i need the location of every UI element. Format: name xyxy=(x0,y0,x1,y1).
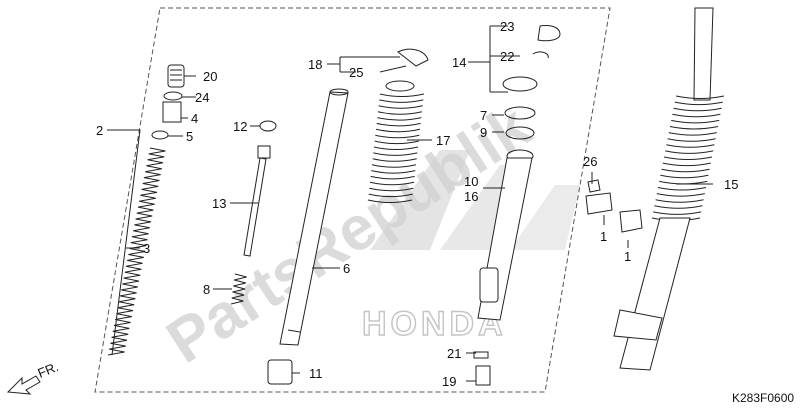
callout-2: 2 xyxy=(96,123,103,138)
callout-8: 8 xyxy=(203,282,210,297)
callout-7: 7 xyxy=(480,108,487,123)
callout-19: 19 xyxy=(442,374,456,389)
callout-25: 25 xyxy=(349,65,363,80)
callout-5: 5 xyxy=(186,129,193,144)
callout-18: 18 xyxy=(308,57,322,72)
callout-24: 24 xyxy=(195,90,209,105)
front-direction-arrow: FR. xyxy=(6,359,61,395)
callout-1b: 1 xyxy=(624,249,631,264)
direction-label: FR. xyxy=(36,359,61,381)
callout-22: 22 xyxy=(500,49,514,64)
callout-3: 3 xyxy=(143,241,150,256)
callout-26: 26 xyxy=(583,154,597,169)
callout-23: 23 xyxy=(500,19,514,34)
callout-21: 21 xyxy=(447,346,461,361)
callout-6: 6 xyxy=(343,261,350,276)
callout-9: 9 xyxy=(480,125,487,140)
damper-rod xyxy=(230,120,277,305)
callout-14: 14 xyxy=(452,55,466,70)
inner-tube xyxy=(267,88,349,385)
callout-11: 11 xyxy=(309,366,323,381)
fork-bracket xyxy=(585,179,643,233)
callout-17: 17 xyxy=(436,133,450,148)
callout-12: 12 xyxy=(233,119,247,134)
drawing-code: K283F0600 xyxy=(732,391,794,405)
callout-4: 4 xyxy=(191,111,198,126)
assembly-frame xyxy=(94,7,611,393)
callout-1a: 1 xyxy=(600,229,607,244)
dust-boot xyxy=(367,80,425,203)
callout-20: 20 xyxy=(203,69,217,84)
leader-lines xyxy=(107,25,713,382)
callout-15: 15 xyxy=(724,177,738,192)
callout-13: 13 xyxy=(212,196,226,211)
fork-outer-tube xyxy=(379,25,561,386)
assembled-fork xyxy=(613,7,725,371)
callout-10: 10 xyxy=(464,174,478,189)
callout-16: 16 xyxy=(464,189,478,204)
